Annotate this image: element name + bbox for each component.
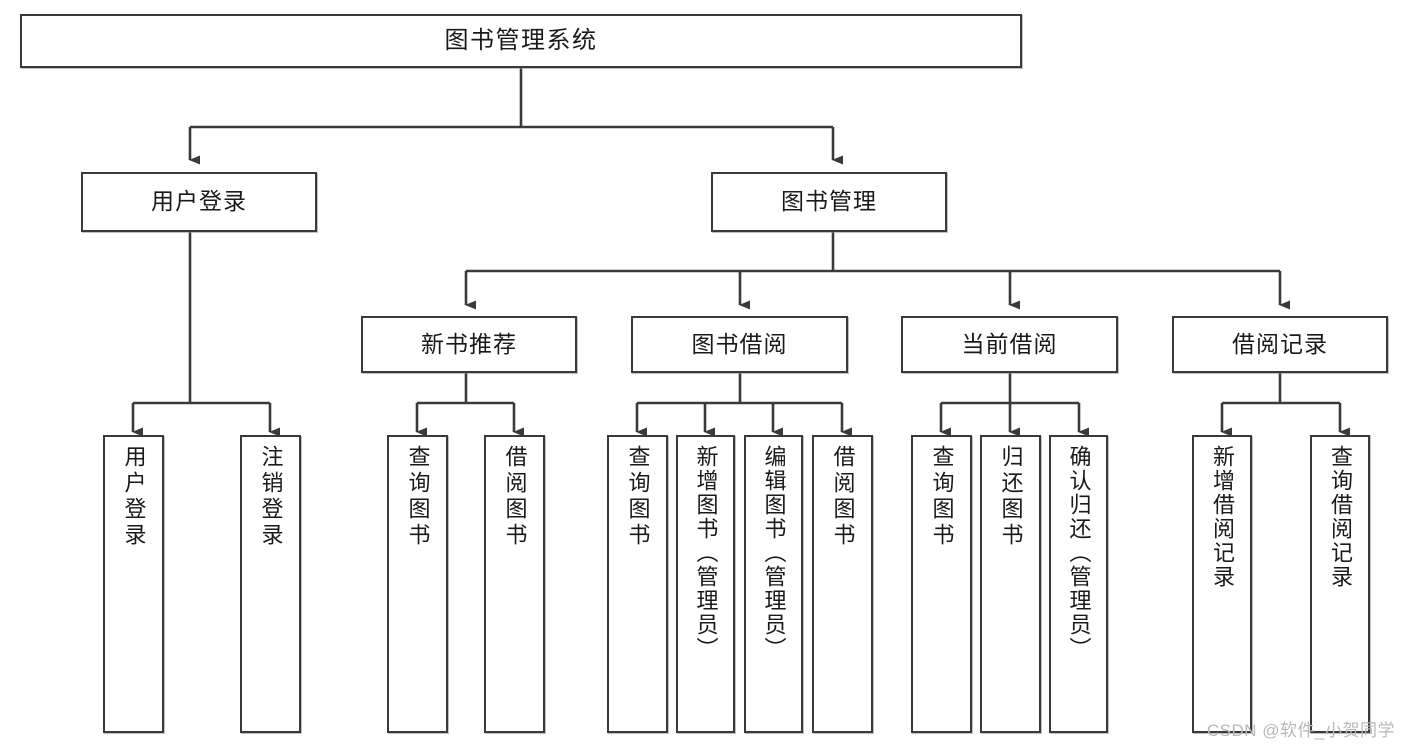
node-leaf-confirm-return[interactable]: 确认归还（管理员） [1049, 435, 1108, 733]
node-root-system[interactable]: 图书管理系统 [20, 14, 1022, 68]
node-label: 图书管理系统 [444, 26, 598, 54]
node-book-borrow[interactable]: 图书借阅 [631, 316, 848, 373]
node-label: 归还图书 [998, 445, 1024, 549]
node-label: 编辑图书（管理员） [761, 445, 787, 661]
node-label: 注销登录 [258, 445, 284, 549]
node-label: 新增图书（管理员） [693, 445, 719, 661]
node-label: 当前借阅 [961, 330, 1058, 357]
node-borrow-record[interactable]: 借阅记录 [1172, 316, 1388, 373]
node-leaf-query-book-2[interactable]: 查询图书 [607, 435, 668, 733]
node-label: 确认归还（管理员） [1066, 445, 1092, 661]
node-leaf-query-book-1[interactable]: 查询图书 [387, 435, 448, 733]
node-leaf-add-record[interactable]: 新增借阅记录 [1192, 435, 1252, 733]
node-label: 图书借阅 [691, 330, 788, 357]
node-label: 查询图书 [625, 445, 651, 549]
node-label: 新增借阅记录 [1210, 445, 1235, 589]
node-label: 用户登录 [121, 445, 147, 549]
node-label: 查询借阅记录 [1328, 445, 1353, 589]
node-leaf-logout-login[interactable]: 注销登录 [240, 435, 301, 733]
node-leaf-borrow-book-1[interactable]: 借阅图书 [484, 435, 545, 733]
node-user-login[interactable]: 用户登录 [81, 172, 317, 232]
node-current-borrow[interactable]: 当前借阅 [901, 316, 1118, 373]
node-leaf-query-book-3[interactable]: 查询图书 [911, 435, 972, 733]
node-leaf-add-book[interactable]: 新增图书（管理员） [676, 435, 735, 733]
node-leaf-borrow-book-2[interactable]: 借阅图书 [812, 435, 873, 733]
node-leaf-return-book[interactable]: 归还图书 [980, 435, 1041, 733]
node-label: 新书推荐 [421, 330, 517, 357]
node-label: 查询图书 [405, 445, 431, 549]
node-new-book-recommend[interactable]: 新书推荐 [361, 316, 577, 373]
node-label: 借阅图书 [502, 445, 528, 549]
node-leaf-user-login[interactable]: 用户登录 [103, 435, 164, 733]
node-label: 查询图书 [929, 445, 955, 549]
node-label: 借阅记录 [1232, 330, 1328, 357]
node-label: 图书管理 [781, 188, 877, 215]
node-book-manage[interactable]: 图书管理 [711, 172, 947, 232]
node-leaf-edit-book[interactable]: 编辑图书（管理员） [744, 435, 803, 733]
csdn-watermark: CSDN @软件_小贺同学 [1206, 721, 1395, 740]
node-label: 用户登录 [151, 188, 247, 215]
node-label: 借阅图书 [830, 445, 856, 549]
node-leaf-query-record[interactable]: 查询借阅记录 [1310, 435, 1370, 733]
